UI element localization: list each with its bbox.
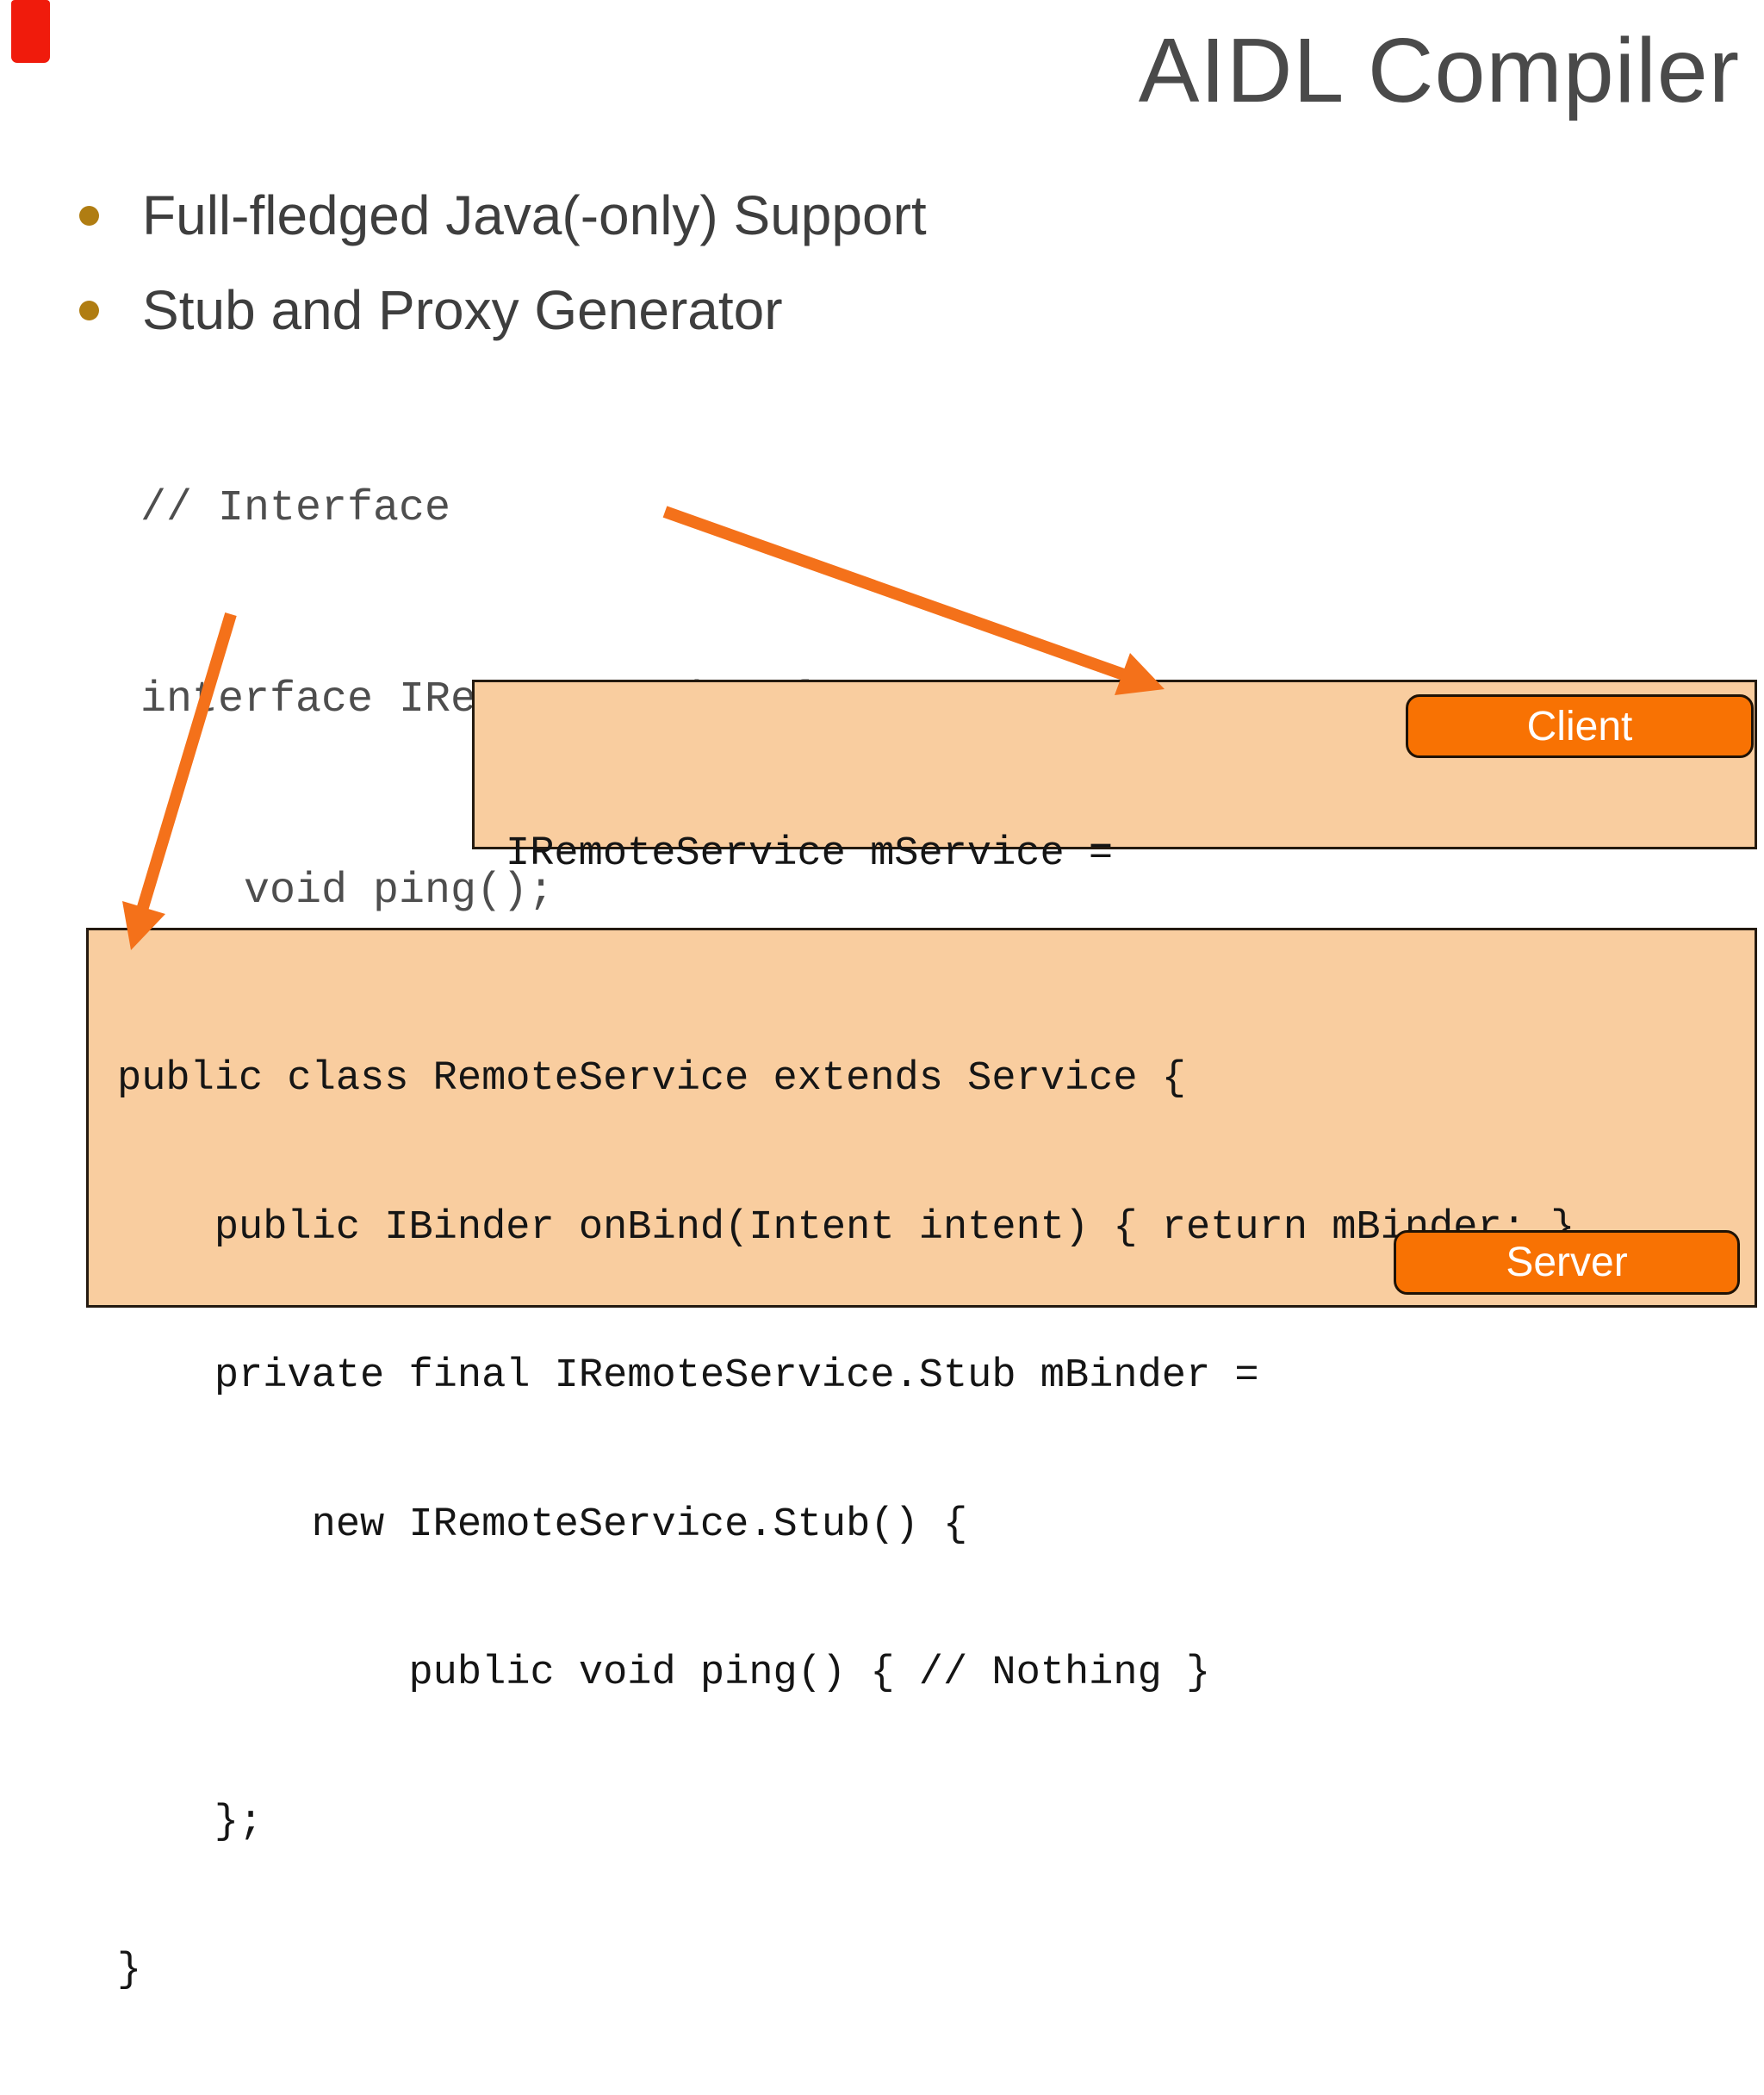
server-badge-label: Server (1506, 1240, 1628, 1285)
client-badge: Client (1406, 694, 1754, 758)
code-line: new IRemoteService.Stub() { (117, 1501, 968, 1548)
bullet-text: Stub and Proxy Generator (142, 279, 783, 341)
bullet-item-java-support: Full-fledged Java(-only) Support (79, 184, 927, 246)
bullet-item-stub-proxy: Stub and Proxy Generator (79, 279, 783, 341)
red-corner-mark (11, 0, 50, 63)
server-badge: Server (1394, 1230, 1740, 1295)
code-line: public IBinder onBind(Intent intent) { r… (117, 1204, 1575, 1251)
bullet-text: Full-fledged Java(-only) Support (142, 184, 927, 246)
server-code: public class RemoteService extends Servi… (117, 955, 1575, 2095)
code-line: private final IRemoteService.Stub mBinde… (117, 1353, 1259, 1399)
code-line: } (117, 1948, 142, 1993)
code-line: void ping(); (140, 867, 555, 916)
code-line: public void ping() { // Nothing } (117, 1651, 1211, 1696)
code-line: // Interface (140, 484, 451, 533)
code-line: }; (117, 1799, 264, 1845)
bullet-dot-icon (79, 205, 99, 226)
client-badge-label: Client (1526, 703, 1633, 749)
code-line: IRemoteService mService = (506, 831, 1114, 877)
bullet-dot-icon (79, 300, 99, 320)
slide-title: AIDL Compiler (1138, 20, 1740, 121)
code-line: public class RemoteService extends Servi… (117, 1056, 1187, 1102)
